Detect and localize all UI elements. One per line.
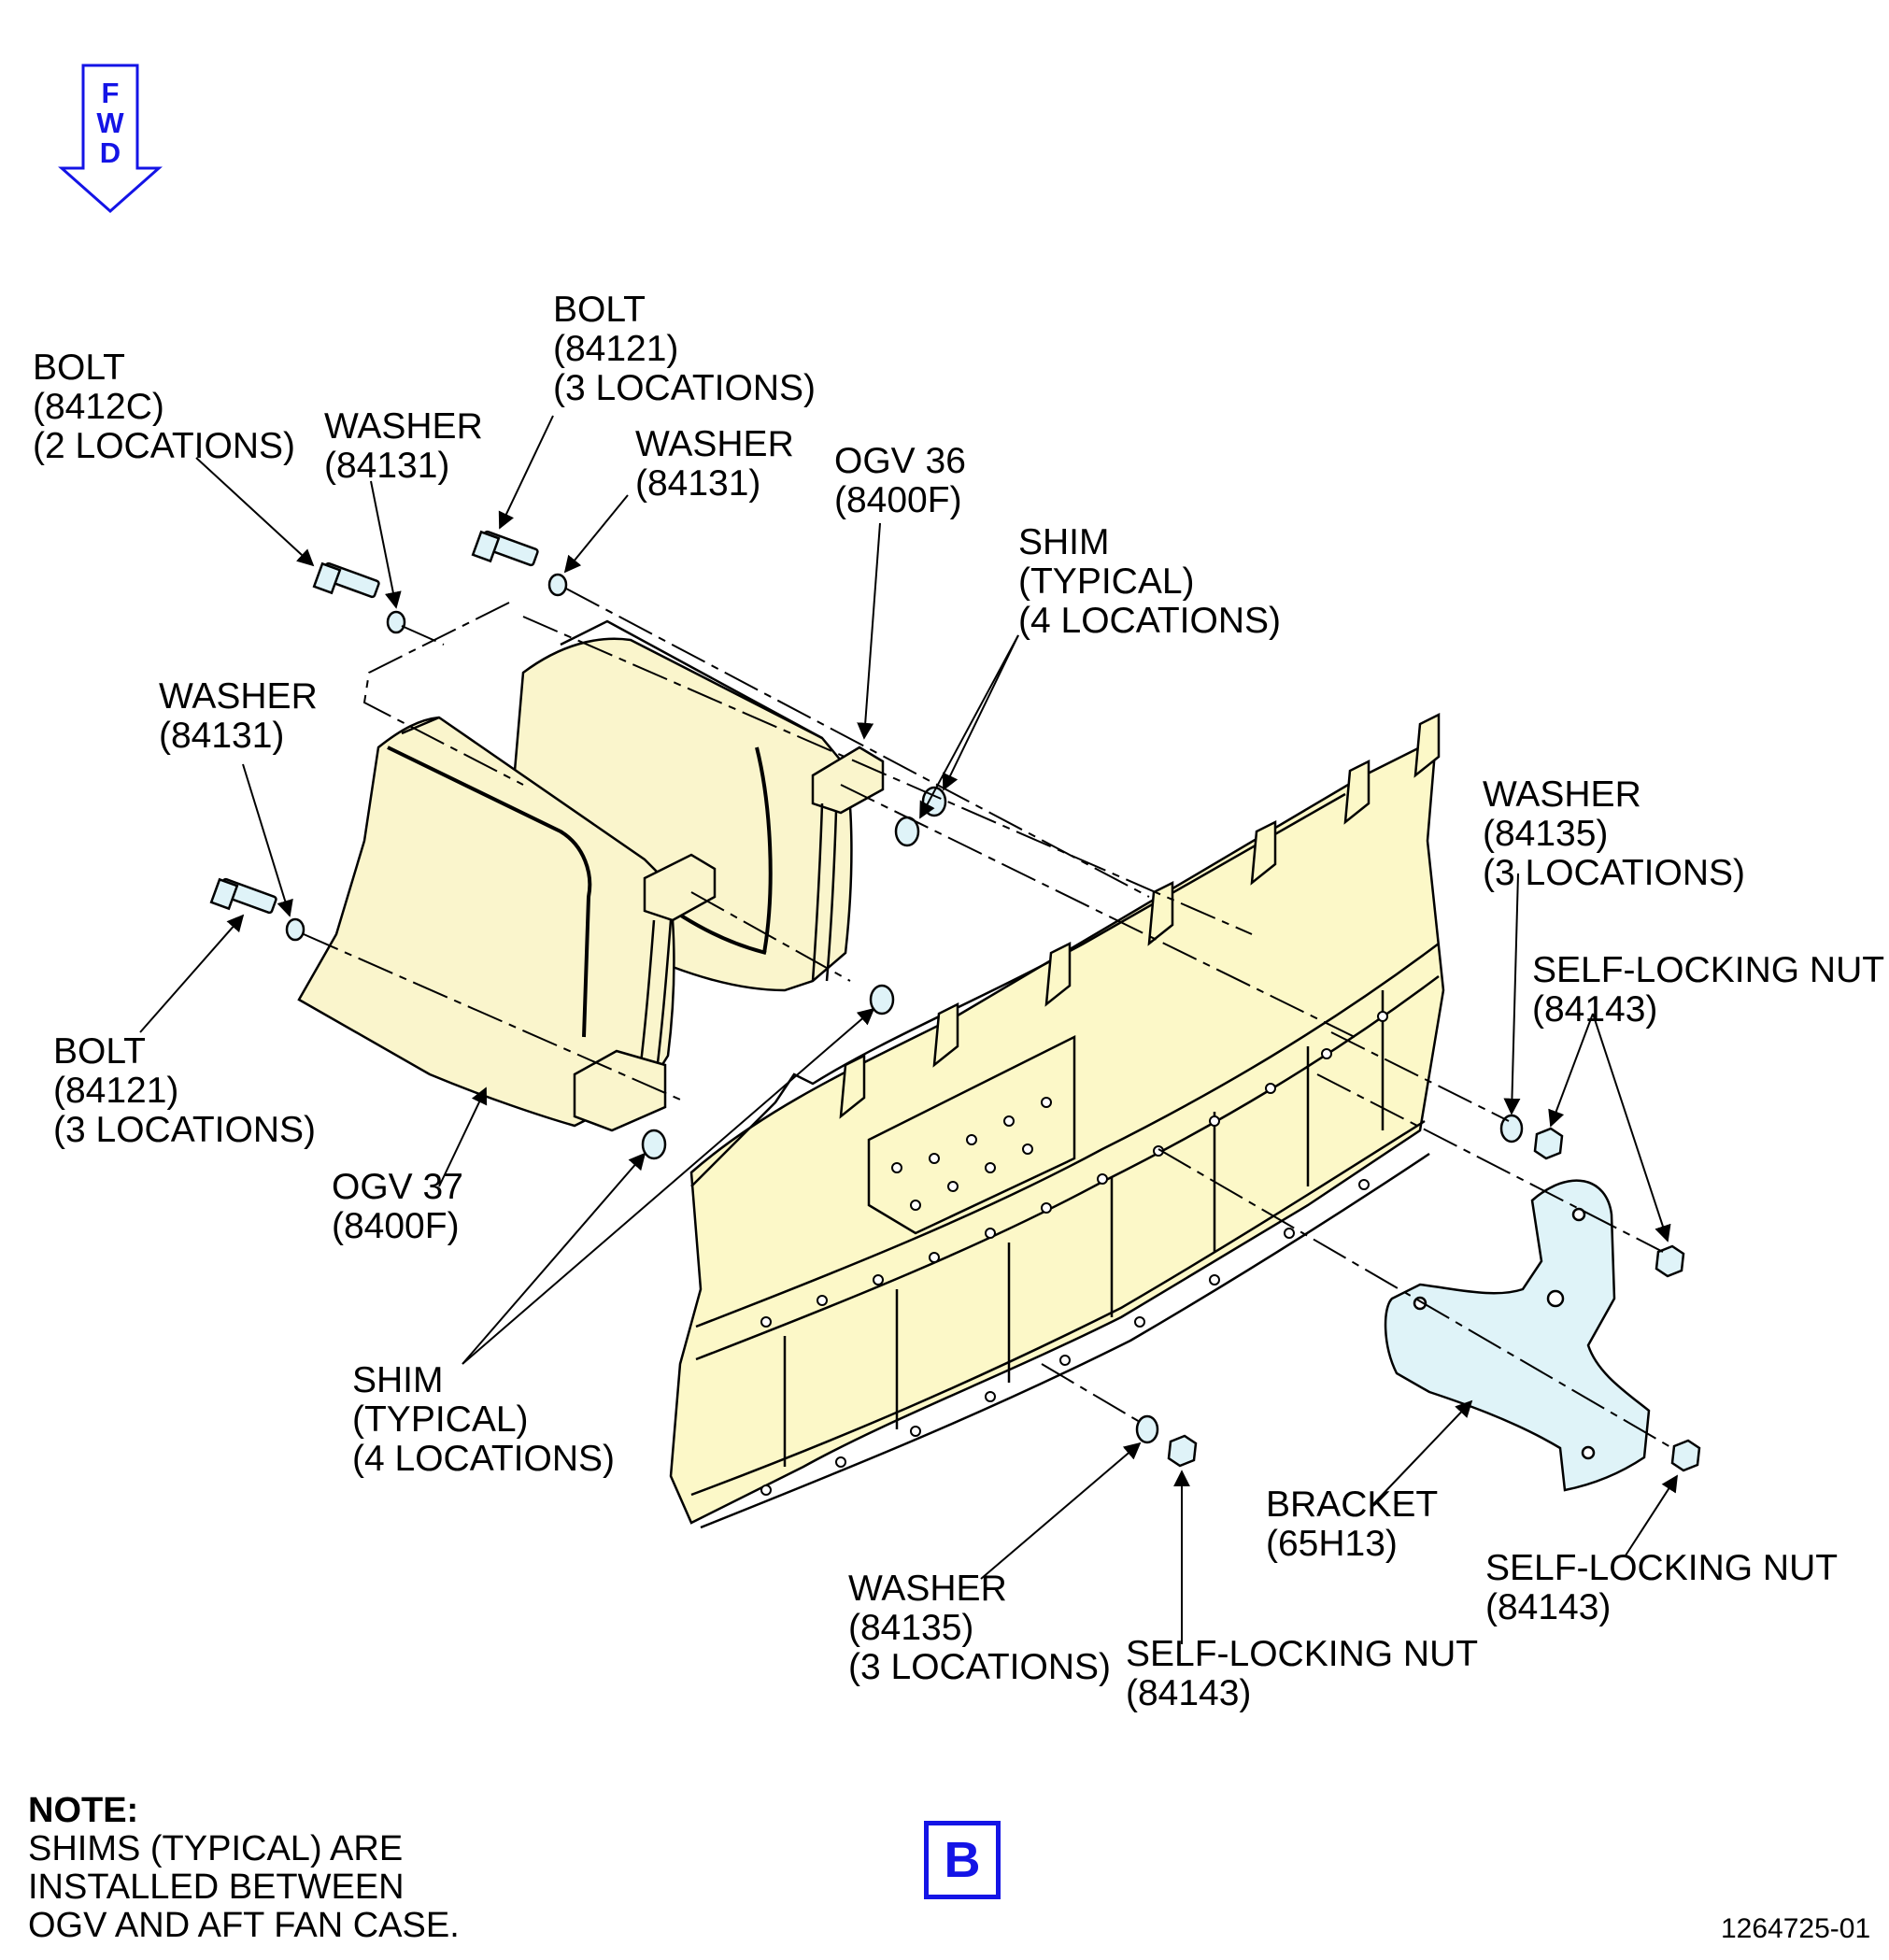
note-title: NOTE: xyxy=(28,1791,139,1830)
label-washer-84135-bottom: WASHER (84135) (3 LOCATIONS) xyxy=(848,1569,1111,1687)
nut-84143-bracket xyxy=(1670,1439,1701,1472)
ogv-37-vane xyxy=(297,716,717,1132)
figure-id: 1264725-01 xyxy=(1721,1913,1871,1944)
label-nut-84143-right: SELF-LOCKING NUT (84143) xyxy=(1532,950,1885,1030)
bolt-8412c xyxy=(312,561,380,599)
nut-84143-bottom xyxy=(1167,1434,1198,1468)
bolt-parts xyxy=(209,530,539,915)
label-washer-84131-a: WASHER (84131) xyxy=(324,406,483,486)
washer-84135-bottom xyxy=(1135,1414,1159,1444)
assembly-center-lines xyxy=(303,588,1673,1449)
label-washer-84131-c: WASHER (84131) xyxy=(159,676,318,756)
view-label-box: B xyxy=(924,1821,1001,1899)
washer-84135-right xyxy=(1499,1114,1524,1143)
bolt-84121-top xyxy=(471,530,539,567)
flange-tabs xyxy=(839,712,1441,1119)
label-ogv-36: OGV 36 (8400F) xyxy=(834,441,966,520)
view-label: B xyxy=(944,1832,981,1888)
label-bolt-8412c: BOLT (8412C) (2 LOCATIONS) xyxy=(33,348,295,466)
label-ogv-37: OGV 37 (8400F) xyxy=(332,1167,463,1246)
fwd-letter-f: F xyxy=(101,77,120,109)
fwd-arrow-icon xyxy=(58,64,163,214)
note-text: SHIMS (TYPICAL) ARE INSTALLED BETWEEN OG… xyxy=(28,1829,460,1945)
label-bracket: BRACKET (65H13) xyxy=(1266,1484,1439,1564)
label-shim-bottom: SHIM (TYPICAL) (4 LOCATIONS) xyxy=(352,1360,615,1479)
washer-84131-a xyxy=(386,610,406,634)
case-bolt-holes xyxy=(760,1011,1388,1496)
label-bolt-84121-left: BOLT (84121) (3 LOCATIONS) xyxy=(53,1031,316,1150)
label-washer-84135-right: WASHER (84135) (3 LOCATIONS) xyxy=(1483,774,1745,893)
washer-84131-b xyxy=(547,573,568,597)
label-nut-84143-bottom: SELF-LOCKING NUT (84143) xyxy=(1126,1634,1479,1713)
label-washer-84131-b: WASHER (84131) xyxy=(635,424,794,504)
shim-3 xyxy=(869,984,895,1016)
bolt-84121-left xyxy=(209,877,277,915)
leader-lines xyxy=(139,415,1678,1644)
note-block: NOTE: SHIMS (TYPICAL) ARE INSTALLED BETW… xyxy=(28,1792,460,1945)
washer-parts xyxy=(285,573,1524,1444)
shim-4 xyxy=(641,1129,667,1160)
nut-parts xyxy=(1167,1127,1701,1472)
bracket-part xyxy=(1384,1179,1651,1492)
nut-84143-right-2 xyxy=(1655,1244,1685,1278)
washer-84131-c xyxy=(285,917,305,942)
fwd-letter-d: D xyxy=(99,136,121,169)
label-nut-84143-bracket: SELF-LOCKING NUT (84143) xyxy=(1485,1548,1839,1627)
nut-84143-right-1 xyxy=(1533,1127,1564,1160)
fwd-letter-w: W xyxy=(96,107,124,139)
label-shim-top: SHIM (TYPICAL) (4 LOCATIONS) xyxy=(1018,522,1281,641)
label-bolt-84121-top: BOLT (84121) (3 LOCATIONS) xyxy=(553,290,816,408)
fwd-arrow: F W D xyxy=(58,64,163,214)
